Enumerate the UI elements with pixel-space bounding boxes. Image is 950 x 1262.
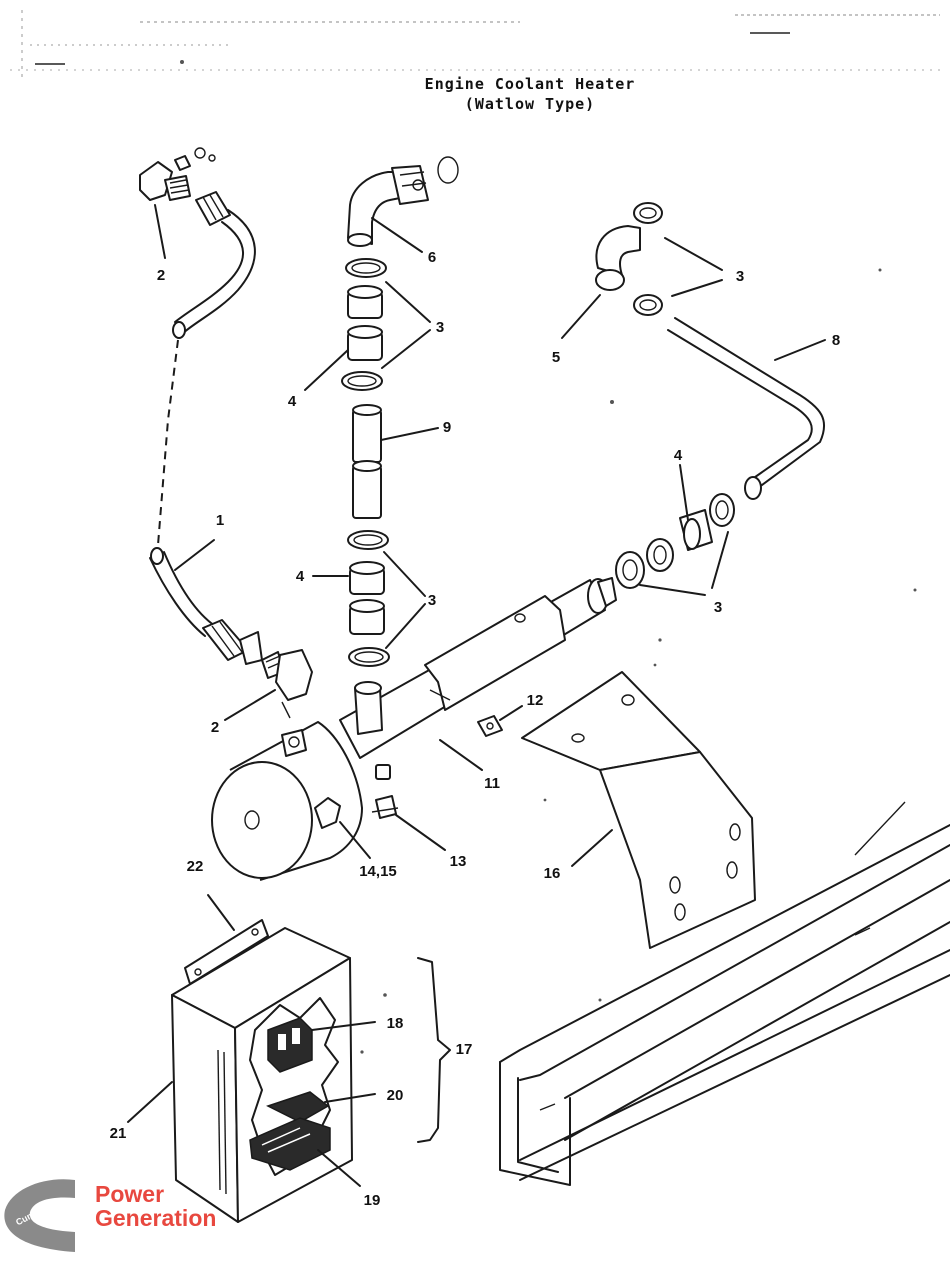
- callout-22: 22: [187, 858, 204, 875]
- callout-11: 11: [484, 775, 500, 792]
- part-2-elbow-top: [139, 147, 216, 201]
- part-12-nut: [477, 715, 503, 737]
- callout-9: 9: [443, 419, 451, 436]
- part-20-contactor: [266, 1091, 330, 1123]
- scan-noise: [10, 10, 940, 1054]
- part-17-bracket-brace: [417, 957, 451, 1143]
- callout-19: 19: [364, 1192, 381, 1209]
- callout-21: 21: [110, 1125, 127, 1142]
- callout-13: 13: [450, 853, 467, 870]
- callout-4-lower: 4: [296, 568, 305, 585]
- part-5-elbow-hose: [595, 202, 663, 316]
- callout-3-right-bottom: 3: [714, 599, 722, 616]
- brand-generation: Generation: [95, 1205, 216, 1231]
- callout-1: 1: [216, 512, 224, 529]
- callout-3-right-top: 3: [736, 268, 744, 285]
- brand-power: Power: [95, 1181, 164, 1207]
- callout-4-upper: 4: [288, 393, 297, 410]
- callout-2-bottom: 2: [211, 719, 219, 736]
- part-18-relay: [267, 1017, 313, 1073]
- part-9-tube: [352, 404, 382, 519]
- callout-3-upper: 3: [436, 319, 444, 336]
- part-6-elbow-hose: [347, 156, 459, 247]
- frame-rail: [499, 801, 950, 1186]
- callout-3-lower: 3: [428, 592, 436, 609]
- callout-18: 18: [387, 1015, 404, 1032]
- cummins-logo: Cummins: [4, 1179, 76, 1252]
- clamp-column-lower: [347, 530, 390, 667]
- callout-17: 17: [456, 1041, 473, 1058]
- part-2-elbow-bottom: [261, 649, 313, 719]
- callout-16: 16: [544, 865, 561, 882]
- clamp-column-upper: [341, 258, 387, 391]
- part-13-clip: [371, 795, 399, 819]
- part-22-bracket: [184, 919, 269, 985]
- part-8-bent-tube: [667, 317, 825, 500]
- callout-12: 12: [527, 692, 544, 709]
- callout-20: 20: [387, 1087, 404, 1104]
- part-16-mounting-bracket: [521, 671, 756, 949]
- part-1-hose: [149, 191, 263, 665]
- diagram-title-line1: Engine Coolant Heater: [425, 75, 636, 93]
- callout-14-15: 14,15: [359, 863, 397, 880]
- diagram-title-line2: (Watlow Type): [465, 95, 595, 113]
- callout-8: 8: [832, 332, 840, 349]
- part-19-terminal-block: [249, 1117, 331, 1171]
- callout-6: 6: [428, 249, 436, 266]
- part-21-control-box: [171, 927, 353, 1223]
- callout-2-top: 2: [157, 267, 165, 284]
- callout-5: 5: [552, 349, 560, 366]
- callout-4-right: 4: [674, 447, 683, 464]
- part-11-heater-pipe: [211, 577, 617, 881]
